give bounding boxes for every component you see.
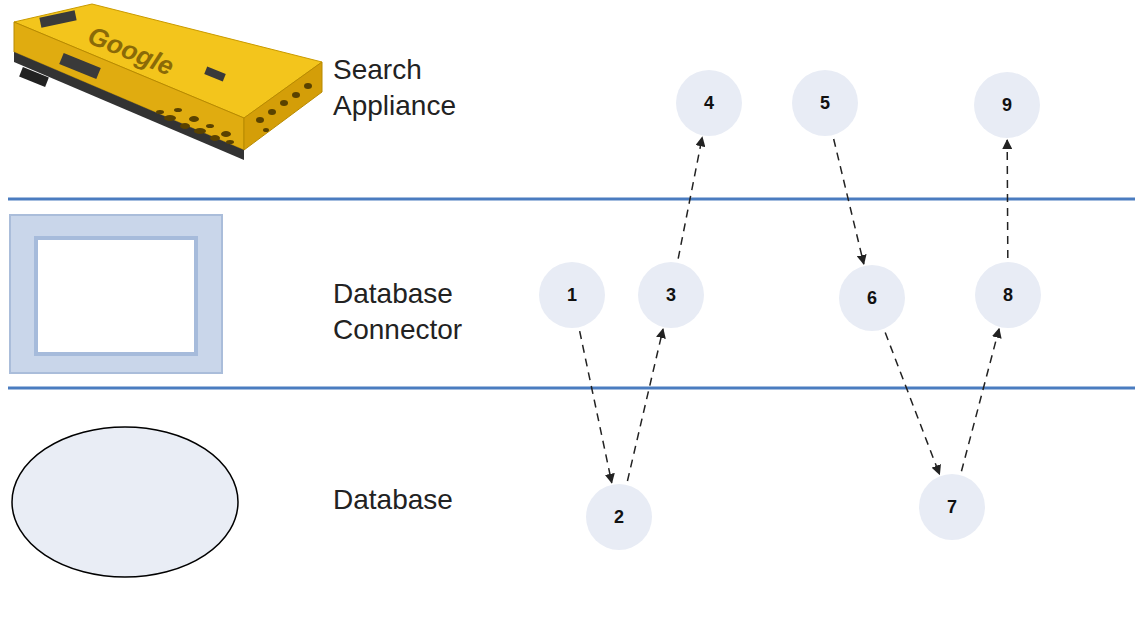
step-number: 3 — [666, 285, 676, 306]
step-circle: 9 — [974, 72, 1040, 138]
step-number: 6 — [867, 288, 877, 309]
step-circle: 8 — [975, 262, 1041, 328]
lane-label: Database — [333, 482, 533, 518]
step-circle: 4 — [676, 70, 742, 136]
step-number: 7 — [947, 497, 957, 518]
database-icon — [12, 427, 238, 577]
lane-line — [8, 198, 1135, 201]
lane-label: Database Connector — [333, 276, 503, 348]
step-circle: 2 — [586, 484, 652, 550]
connector-icon — [10, 215, 222, 373]
connector-icon-screen — [36, 238, 196, 354]
flow-arrow — [580, 331, 612, 483]
appliance-illustration — [14, 4, 322, 160]
flow-arrow — [678, 137, 702, 258]
step-number: 1 — [567, 285, 577, 306]
step-number: 8 — [1003, 285, 1013, 306]
step-circle: 3 — [638, 262, 704, 328]
flow-arrow — [834, 139, 864, 264]
step-number: 9 — [1002, 95, 1012, 116]
step-circle: 1 — [539, 262, 605, 328]
flow-arrow — [627, 329, 663, 481]
lane-line — [8, 387, 1135, 390]
flow-arrow — [1006, 140, 1008, 258]
step-circle: 6 — [839, 265, 905, 331]
step-number: 2 — [614, 507, 624, 528]
step-number: 4 — [704, 93, 714, 114]
step-number: 5 — [820, 93, 830, 114]
lane-label: Search Appliance — [333, 52, 503, 124]
step-circle: 7 — [919, 474, 985, 540]
step-circle: 5 — [792, 70, 858, 136]
flow-arrow — [961, 329, 999, 471]
flow-arrow — [885, 333, 939, 475]
